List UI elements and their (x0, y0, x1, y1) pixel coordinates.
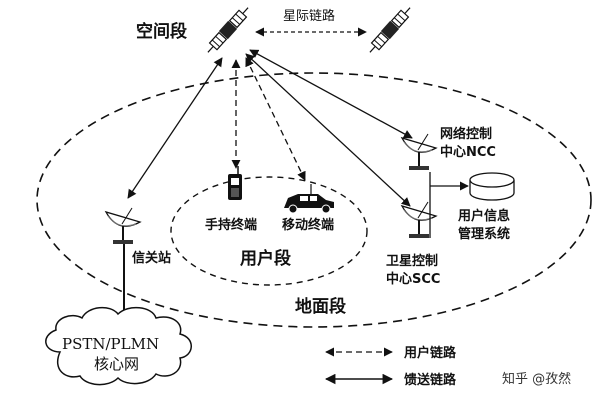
legend-feeder-link-label: 馈送链路 (404, 372, 457, 388)
space-segment-label: 空间段 (136, 21, 187, 42)
database-icon (469, 172, 515, 201)
feeder-link-scc (245, 53, 411, 207)
satellite-icon (369, 7, 411, 53)
ground-segment-label: 地面段 (295, 296, 346, 317)
watermark: 知乎 @孜然 (502, 371, 571, 387)
scc-dish-icon (400, 201, 438, 238)
cloud-icon (45, 306, 192, 386)
satellite-icon (207, 7, 249, 53)
scc-label-line2: 中心SCC (386, 271, 440, 287)
ums-label-line2: 管理系统 (458, 226, 510, 242)
legend-user-link-label: 用户链路 (403, 345, 457, 361)
control-connector (429, 172, 469, 238)
feeder-link-gateway (127, 57, 223, 199)
gateway-dish-icon (104, 207, 142, 244)
mobile-label: 移动终端 (282, 217, 334, 233)
core-network-label-line1: PSTN/PLMN (62, 335, 159, 353)
handheld-label: 手持终端 (205, 217, 257, 233)
ums-label-line1: 用户信息 (457, 208, 510, 224)
gateway-label: 信关站 (132, 250, 171, 266)
isl-label: 星际链路 (283, 8, 335, 24)
core-network-label-line2: 核心网 (94, 355, 139, 373)
ncc-label-line1: 网络控制 (440, 126, 492, 142)
vehicle-terminal-icon (284, 184, 334, 214)
scc-label-line1: 卫星控制 (386, 253, 438, 269)
handheld-terminal-icon (228, 166, 242, 200)
feeder-link-ncc (249, 49, 413, 139)
ncc-label-line2: 中心NCC (440, 144, 496, 160)
ncc-dish-icon (400, 133, 438, 170)
ground-segment-boundary (36, 72, 592, 328)
user-link-mobile (245, 57, 306, 181)
user-segment-label: 用户段 (240, 248, 291, 269)
